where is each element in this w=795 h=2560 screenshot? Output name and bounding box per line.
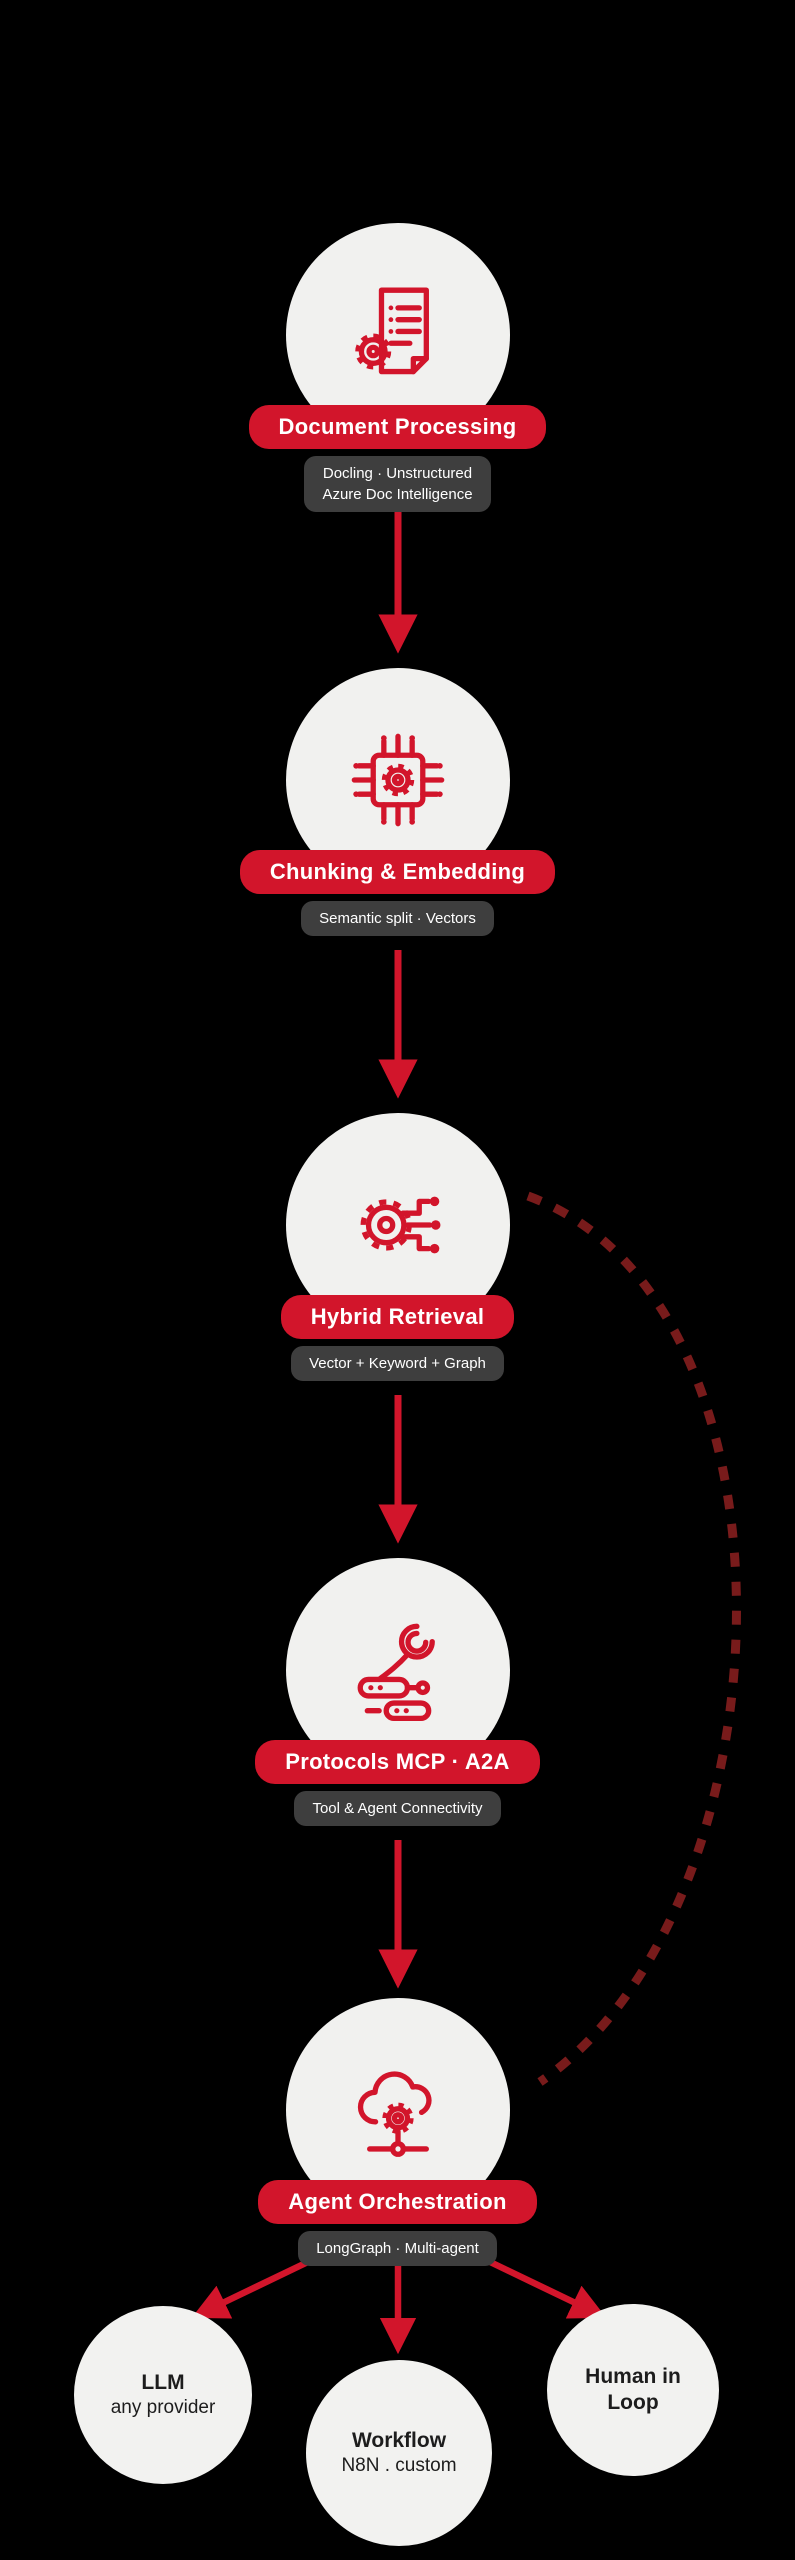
output-arrow-right <box>484 2257 607 2319</box>
stage-title: Hybrid Retrieval <box>310 1304 485 1329</box>
output-subtitle: N8N . custom <box>341 2454 457 2476</box>
output-title: Human in Loop <box>585 2364 681 2414</box>
stage-document-processing: Document Processing Docling · Unstructur… <box>0 223 795 512</box>
stage-subtitle-line: Vector + Keyword + Graph <box>309 1355 486 1372</box>
output-human-in-loop: Human in Loop <box>547 2304 719 2476</box>
stage-subtitle-line: Tool & Agent Connectivity <box>312 1800 483 1817</box>
gear-network-icon <box>360 1196 440 1254</box>
stage-title: Document Processing <box>278 414 517 439</box>
stage-subtitle-pill: Docling · Unstructured Azure Doc Intelli… <box>304 456 491 512</box>
stage-title-pill: Hybrid Retrieval <box>280 1295 515 1339</box>
stage-subtitle-pill: Semantic split · Vectors <box>301 901 494 936</box>
stage-hybrid-retrieval: Hybrid Retrieval Vector + Keyword + Grap… <box>0 1113 795 1381</box>
stage-chunking-embedding: Chunking & Embedding Semantic split · Ve… <box>0 668 795 936</box>
output-arrow-left <box>191 2257 314 2319</box>
stage-title-pill: Protocols MCP · A2A <box>255 1740 540 1784</box>
stage-subtitle-line: Semantic split · Vectors <box>319 910 476 927</box>
stage-subtitle-pill: Vector + Keyword + Graph <box>291 1346 504 1381</box>
output-title: LLM <box>141 2370 185 2394</box>
stage-subtitle-line: LongGraph · Multi-agent <box>316 2240 479 2257</box>
feedback-loop-curve <box>526 1191 741 2086</box>
stage-subtitle-pill: LongGraph · Multi-agent <box>298 2231 497 2266</box>
stage-title: Agent Orchestration <box>288 2189 507 2214</box>
cloud-gear-icon <box>357 2071 432 2157</box>
stage-subtitle-line: Docling · Unstructured <box>322 465 473 482</box>
stage-agent-orchestration: Agent Orchestration LongGraph · Multi-ag… <box>0 1998 795 2266</box>
document-gear-icon <box>354 287 429 375</box>
stage-title-pill: Chunking & Embedding <box>239 850 556 894</box>
stage-title: Protocols MCP · A2A <box>285 1749 510 1774</box>
stage-protocols-mcp-a2a: Protocols MCP · A2A Tool & Agent Connect… <box>0 1558 795 1826</box>
stage-title-pill: Document Processing <box>248 405 547 449</box>
output-title: Workflow <box>351 2428 447 2452</box>
stage-subtitle-line: Azure Doc Intelligence <box>322 486 473 503</box>
robot-arm-icon <box>357 1623 435 1722</box>
output-llm: LLM any provider <box>74 2306 252 2484</box>
stage-title-pill: Agent Orchestration <box>258 2180 537 2224</box>
output-workflow: Workflow N8N . custom <box>306 2360 492 2546</box>
stage-subtitle-pill: Tool & Agent Connectivity <box>294 1791 501 1826</box>
output-subtitle: any provider <box>110 2396 216 2418</box>
stage-title: Chunking & Embedding <box>269 859 526 884</box>
chip-gear-icon <box>351 733 444 827</box>
